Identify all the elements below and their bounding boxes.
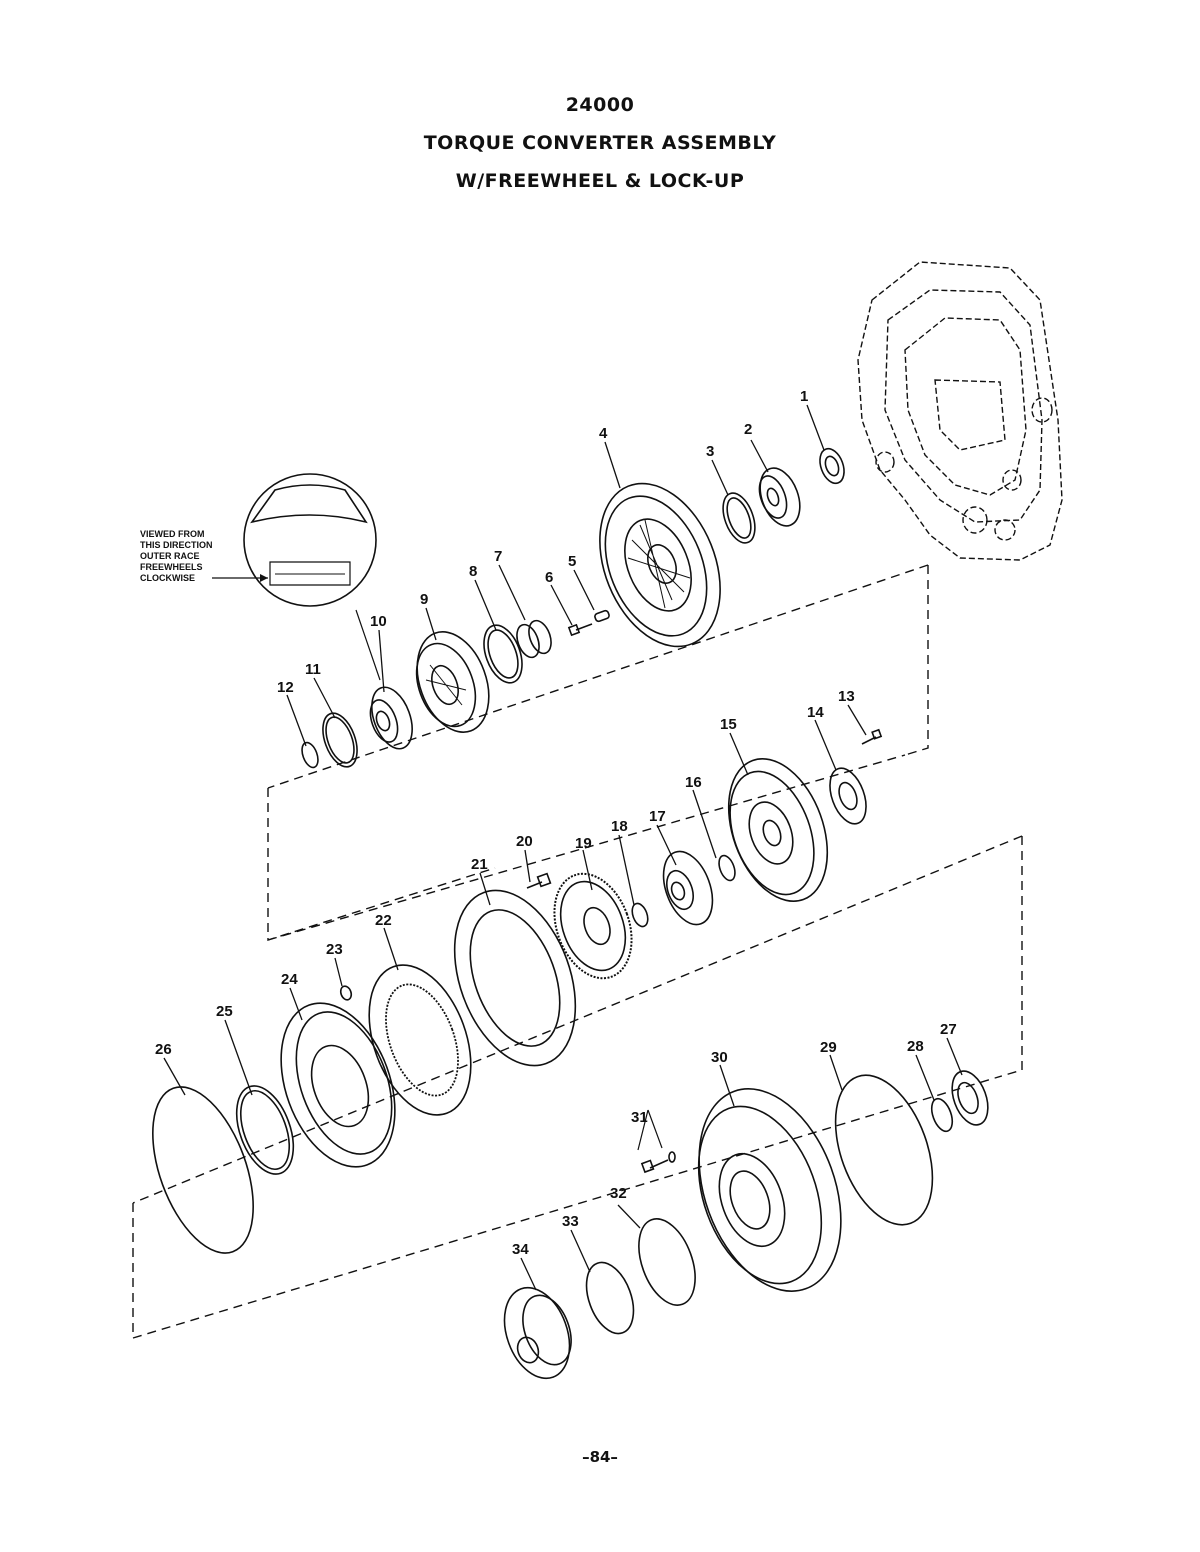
callout-line-2: THIS DIRECTION <box>140 540 213 550</box>
part-3-ring <box>722 492 756 544</box>
callout-line-4: FREEWHEELS <box>140 562 203 572</box>
title-block: 24000 TORQUE CONVERTER ASSEMBLY W/FREEWH… <box>0 86 1200 200</box>
freewheel-detail-view <box>243 473 381 681</box>
label-part-24: 24 <box>281 971 298 988</box>
label-part-21: 21 <box>471 856 488 873</box>
part-18-snap-ring <box>631 902 649 928</box>
part-5-key <box>594 609 610 623</box>
part-33-o-ring <box>585 1261 635 1335</box>
part-10-freewheel <box>369 686 413 750</box>
title-variant: W/FREEWHEEL & LOCK-UP <box>455 170 745 192</box>
part-28-snap-ring <box>930 1097 954 1133</box>
label-part-12: 12 <box>277 679 294 696</box>
part-17-hub <box>662 850 714 926</box>
label-part-8: 8 <box>469 563 477 580</box>
assembly-frame-upper <box>267 564 929 941</box>
label-part-6: 6 <box>545 569 553 586</box>
part-2-gear <box>758 467 801 527</box>
part-7-sleeve <box>516 619 552 659</box>
callout-note: VIEWED FROM THIS DIRECTION OUTER RACE FR… <box>140 529 268 583</box>
label-part-23: 23 <box>326 941 343 958</box>
title-assembly-name: TORQUE CONVERTER ASSEMBLY <box>423 132 777 154</box>
part-16-snap-ring <box>718 854 736 882</box>
part-11-ring <box>322 712 358 768</box>
label-part-31: 31 <box>631 1109 648 1126</box>
label-part-34: 34 <box>512 1241 529 1258</box>
part-number-labels: 1 2 3 4 5 6 7 8 9 10 11 12 13 14 15 16 1… <box>155 388 957 1258</box>
label-part-30: 30 <box>711 1049 728 1066</box>
label-part-32: 32 <box>610 1185 627 1202</box>
label-part-5: 5 <box>568 553 576 570</box>
part-8-ring <box>483 624 523 684</box>
label-part-19: 19 <box>575 835 592 852</box>
callout-line-3: OUTER RACE <box>140 551 200 561</box>
label-part-33: 33 <box>562 1213 579 1230</box>
label-part-18: 18 <box>611 818 628 835</box>
part-30-converter-housing <box>697 1088 842 1292</box>
part-26-o-ring <box>152 1086 254 1254</box>
label-part-1: 1 <box>800 388 808 405</box>
label-part-25: 25 <box>216 1003 233 1020</box>
part-6-screw <box>567 623 593 637</box>
part-29-o-ring <box>834 1074 934 1226</box>
label-part-17: 17 <box>649 808 666 825</box>
part-9-stator <box>415 631 490 733</box>
label-part-28: 28 <box>907 1038 924 1055</box>
label-part-11: 11 <box>305 661 321 678</box>
part-24-piston <box>280 1002 396 1168</box>
label-part-15: 15 <box>720 716 737 733</box>
part-32-o-ring <box>638 1218 696 1306</box>
converter-housing <box>857 261 1063 561</box>
part-23-pin <box>339 985 353 1001</box>
label-part-9: 9 <box>420 591 428 608</box>
label-part-7: 7 <box>494 548 502 565</box>
part-34-pump-hub <box>503 1286 572 1380</box>
part-31-bolt-washer <box>637 1109 676 1174</box>
label-part-22: 22 <box>375 912 392 929</box>
page-number: –84– <box>582 1448 618 1466</box>
title-model-number: 24000 <box>565 94 635 116</box>
label-part-14: 14 <box>807 704 824 721</box>
callout-line-1: VIEWED FROM <box>140 529 205 539</box>
part-4-impeller <box>599 482 721 648</box>
part-14-plate <box>829 767 867 825</box>
label-part-3: 3 <box>706 443 714 460</box>
label-part-26: 26 <box>155 1041 172 1058</box>
part-12-snap-ring <box>301 741 319 769</box>
part-21-plate <box>453 889 577 1067</box>
label-part-29: 29 <box>820 1039 837 1056</box>
label-part-20: 20 <box>516 833 533 850</box>
callout-line-5: CLOCKWISE <box>140 573 195 583</box>
leader-lines <box>163 404 963 1291</box>
label-part-27: 27 <box>940 1021 957 1038</box>
part-20-bolt <box>526 872 552 889</box>
part-19-disc <box>553 872 633 980</box>
part-13-screw <box>861 728 883 745</box>
part-25-ring <box>235 1085 295 1175</box>
part-22-friction-disc <box>368 964 472 1116</box>
label-part-13: 13 <box>838 688 855 705</box>
part-15-turbine <box>727 757 829 903</box>
label-part-16: 16 <box>685 774 702 791</box>
assembly-frame-lower <box>132 835 1023 1339</box>
part-1-bearing <box>819 447 845 485</box>
label-part-2: 2 <box>744 421 752 438</box>
label-part-10: 10 <box>370 613 387 630</box>
label-part-4: 4 <box>599 425 608 442</box>
